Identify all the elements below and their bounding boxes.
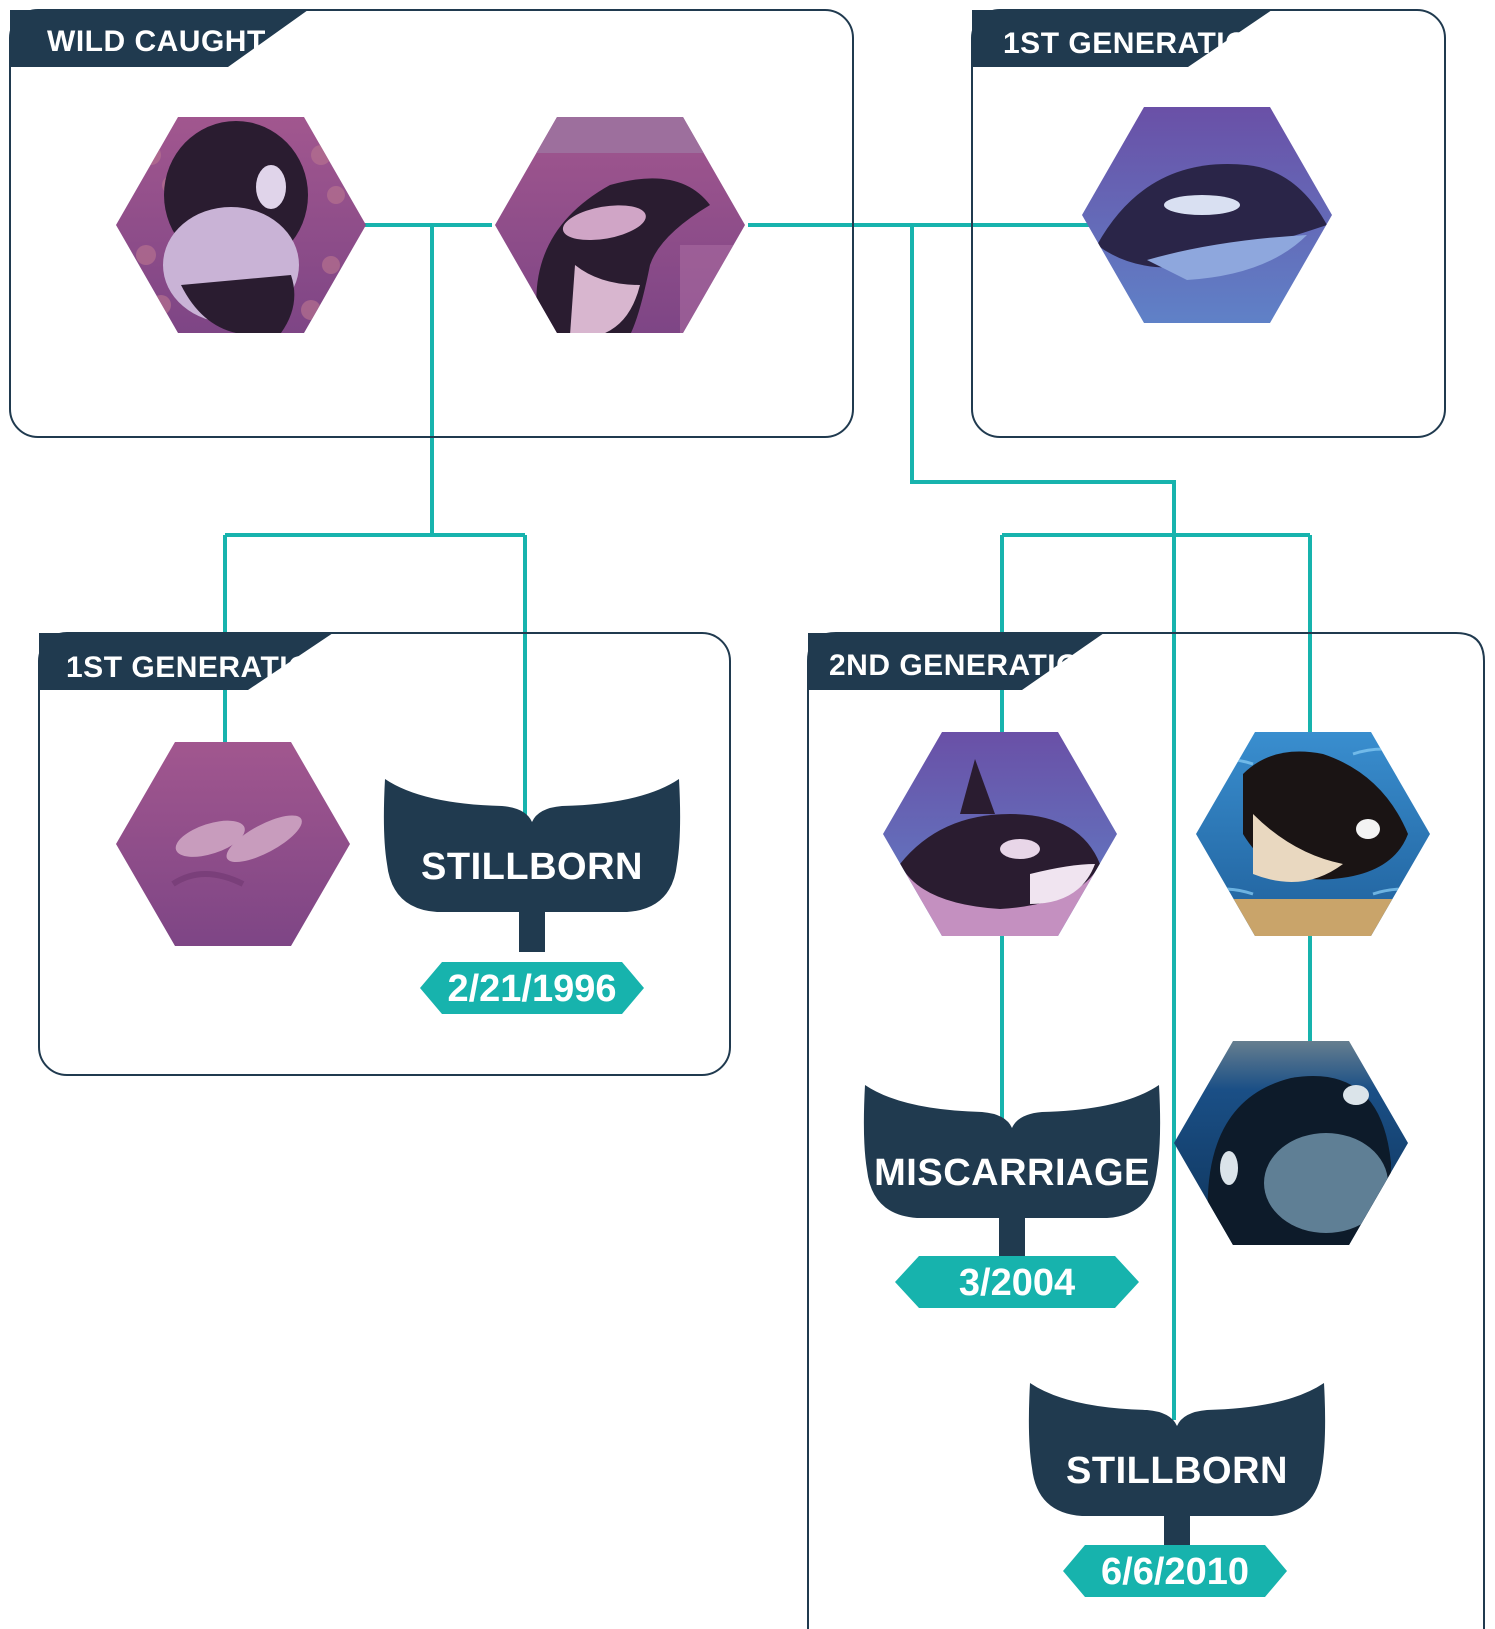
group-label-wild-caught: WILD CAUGHT	[47, 25, 266, 58]
whale-tail-icon	[1028, 1383, 1326, 1516]
group-box-1st-generation-top: 1ST GENERATION	[971, 9, 1446, 438]
group-box-wild-caught: WILD CAUGHT	[9, 9, 854, 438]
outcome-date-miscarriage-2004: 3/2004	[959, 1262, 1075, 1304]
outcome-stillborn-1996: STILLBORN	[383, 779, 681, 952]
orca-photo-pink-icon	[116, 117, 366, 333]
outcome-label-miscarriage-2004: MISCARRIAGE	[874, 1152, 1150, 1194]
outcome-miscarriage-2004: MISCARRIAGE	[863, 1085, 1161, 1258]
outcome-label-stillborn-2010: STILLBORN	[1066, 1450, 1288, 1492]
orca-photo-blue-icon	[1082, 107, 1332, 323]
orca-photo-pink-icon	[883, 732, 1117, 936]
outcome-date-badge-2004: 3/2004	[895, 1256, 1139, 1308]
outcome-date-badge-2010: 6/6/2010	[1063, 1545, 1287, 1597]
outcome-date-stillborn-2010: 6/6/2010	[1101, 1551, 1249, 1593]
orca-photo-pink-icon	[495, 117, 745, 333]
group-label-2nd-generation: 2ND GENERATION	[829, 649, 1102, 682]
whale-tail-icon	[383, 779, 681, 912]
connector-gen1-children	[910, 225, 1312, 1420]
outcome-label-stillborn-1996: STILLBORN	[421, 846, 643, 888]
orca-photo-icon	[1174, 1041, 1408, 1245]
orca-photo-pink-icon	[116, 742, 350, 946]
group-box-2nd-generation: 2ND GENERATION	[807, 632, 1485, 1629]
outcome-date-badge-1996: 2/21/1996	[420, 962, 644, 1014]
orca-photo-icon	[1196, 732, 1430, 936]
connector-wild-children	[223, 225, 527, 820]
outcome-stillborn-2010: STILLBORN	[1028, 1383, 1326, 1556]
outcome-date-stillborn-1996: 2/21/1996	[447, 968, 616, 1010]
group-box-1st-generation-bottom: 1ST GENERATION	[38, 632, 731, 1076]
group-label-1st-generation-bottom: 1ST GENERATION	[66, 651, 334, 684]
connector-lines	[223, 223, 1312, 1420]
whale-tail-icon	[863, 1085, 1161, 1218]
group-label-1st-generation-top: 1ST GENERATION	[1003, 27, 1271, 60]
